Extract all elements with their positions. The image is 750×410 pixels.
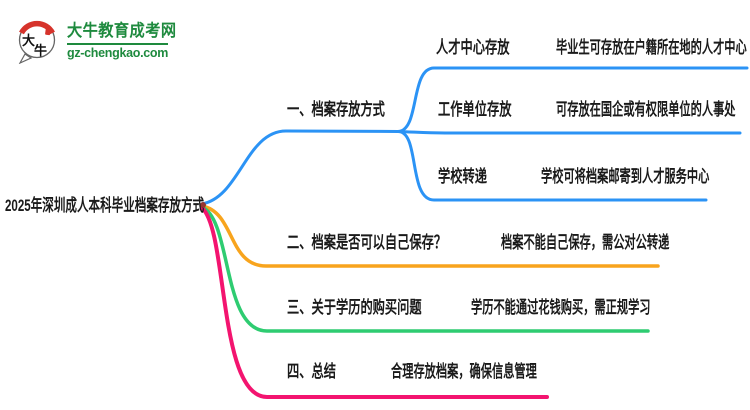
branch2-desc: 档案不能自己保存，需公对公转递 — [501, 233, 670, 252]
branch2-line — [200, 204, 660, 268]
branch1-child2-line — [396, 130, 742, 135]
central-topic: 2025年深圳成人本科毕业档案存放方式 — [5, 196, 205, 215]
branch1-label: 一、档案存放方式 — [287, 100, 385, 119]
logo-icon-char-1: 大 — [22, 33, 35, 48]
branch1-child1-desc: 毕业生可存放在户籍所在地的人才中心 — [556, 38, 747, 57]
branch3-label: 三、关于学历的购买问题 — [287, 298, 422, 317]
branch1-child3-line — [396, 129, 708, 202]
logo-icon-char-2: 牛 — [34, 43, 47, 58]
branch2-label: 二、档案是否可以自己保存？ — [287, 233, 447, 252]
logo-site-name: 大牛教育成考网 — [67, 22, 177, 41]
branch1-main-line — [200, 129, 400, 206]
branch4-label: 四、总结 — [287, 362, 336, 381]
daniu-logo-icon: 大 牛 — [18, 20, 56, 64]
branch3-line — [200, 205, 650, 333]
site-logo[interactable]: 大 牛 大牛教育成考网 gz-chengkao.com — [14, 18, 186, 64]
logo-domain-url: gz-chengkao.com — [67, 42, 168, 61]
branch4-desc: 合理存放档案，确保信息管理 — [391, 362, 537, 381]
branch1-child1-label: 人才中心存放 — [436, 38, 510, 57]
root-junction-dot — [200, 202, 206, 208]
branch1-child2-label: 工作单位存放 — [438, 100, 512, 119]
branch1-child1-line — [396, 66, 749, 133]
logo-text-block: 大牛教育成考网 gz-chengkao.com — [67, 21, 186, 61]
branch3-desc: 学历不能通过花钱购买，需正规学习 — [471, 298, 651, 317]
branch1-child3-desc: 学校可将档案邮寄到人才服务中心 — [541, 167, 710, 186]
branch4-line — [200, 206, 549, 399]
branch1-child3-label: 学校转递 — [438, 167, 487, 186]
branch1-child2-desc: 可存放在国企或有权限单位的人事处 — [556, 100, 736, 119]
